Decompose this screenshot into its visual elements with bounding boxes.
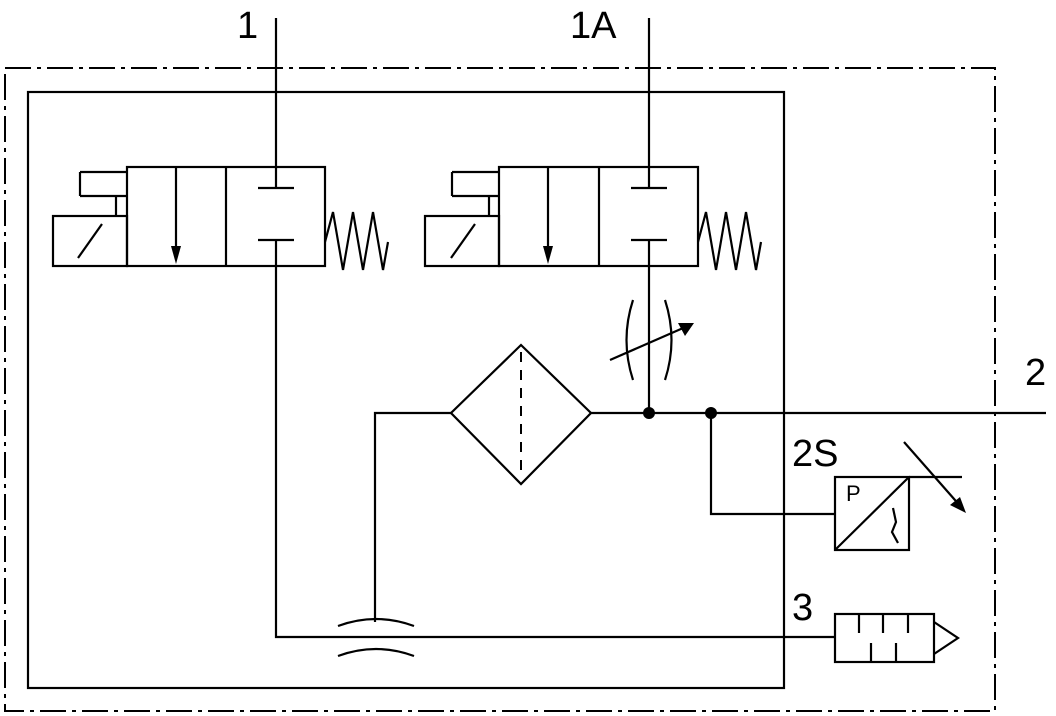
silencer-muffler	[833, 612, 960, 664]
pressure-switch-line	[709, 413, 835, 516]
pressure-switch-p-label: P	[846, 481, 861, 506]
pressure-switch: P	[833, 441, 966, 552]
solenoid-valve-1a	[423, 18, 763, 271]
exhaust-line	[274, 266, 835, 639]
port-label-1a: 1A	[570, 5, 617, 47]
port-label-1: 1	[237, 5, 258, 47]
fixed-throttle	[337, 617, 415, 658]
filter-symbol	[449, 343, 593, 486]
junction-dot	[643, 407, 655, 419]
filter-inlet-line	[373, 411, 451, 622]
port-label-3: 3	[792, 587, 813, 629]
port-label-2: 2	[1025, 352, 1046, 394]
port-label-2s: 2S	[792, 433, 838, 475]
inner-enclosure-box	[26, 90, 786, 690]
outer-enclosure-boundary	[4, 67, 996, 712]
adjustable-throttle-valve	[609, 266, 694, 413]
solenoid-valve-1	[51, 18, 390, 271]
